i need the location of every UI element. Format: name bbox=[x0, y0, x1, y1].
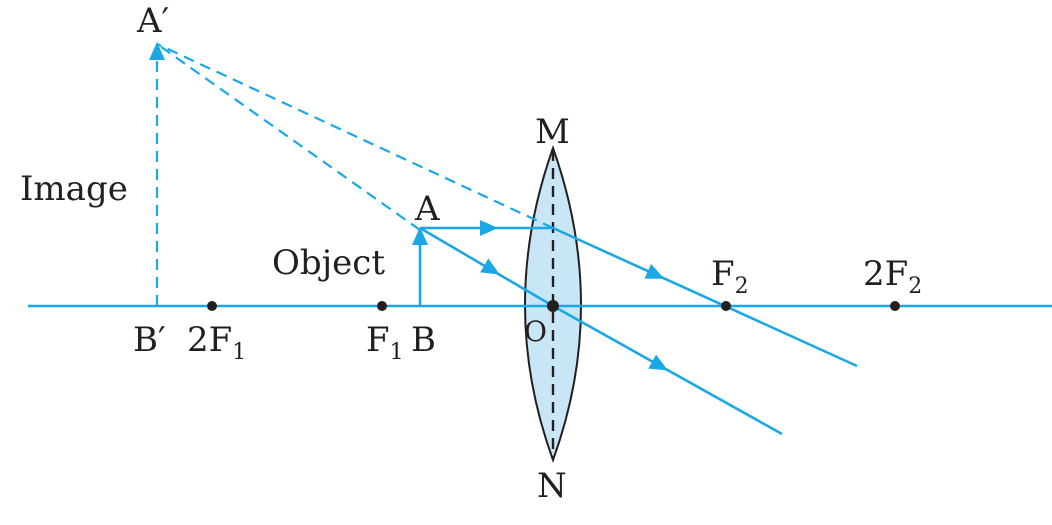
virtual-ray-parallel-extension bbox=[156, 43, 554, 229]
ray-arrowhead-4 bbox=[648, 354, 668, 371]
ray-arrowhead-3 bbox=[480, 258, 500, 275]
label-b: B bbox=[411, 320, 436, 360]
object-arrowhead bbox=[412, 227, 428, 245]
label-f2: F2 bbox=[711, 254, 749, 299]
label-n: N bbox=[537, 466, 567, 506]
ray-arrowhead-2 bbox=[644, 263, 665, 279]
point-f2 bbox=[721, 301, 731, 311]
virtual-image-arrowhead bbox=[149, 42, 165, 60]
label-2f2: 2F2 bbox=[863, 254, 922, 299]
point-f1 bbox=[377, 301, 387, 311]
label-a: A bbox=[414, 189, 440, 229]
label-b-prime: B′ bbox=[133, 320, 166, 360]
label-a-prime: A′ bbox=[136, 1, 169, 41]
virtual-ray-centre-extension bbox=[156, 43, 421, 231]
label-object: Object bbox=[272, 243, 385, 283]
label-m: M bbox=[535, 112, 570, 152]
point-2f2 bbox=[890, 301, 900, 311]
ray-arrowhead-1 bbox=[480, 220, 498, 236]
point-o bbox=[547, 300, 559, 312]
label-f1: F1 bbox=[366, 320, 404, 365]
label-o: O bbox=[524, 315, 547, 348]
point-2f1 bbox=[207, 301, 217, 311]
ray-parallel-through-focus bbox=[420, 226, 858, 368]
label-image: Image bbox=[20, 169, 128, 209]
label-2f1: 2F1 bbox=[187, 320, 246, 365]
